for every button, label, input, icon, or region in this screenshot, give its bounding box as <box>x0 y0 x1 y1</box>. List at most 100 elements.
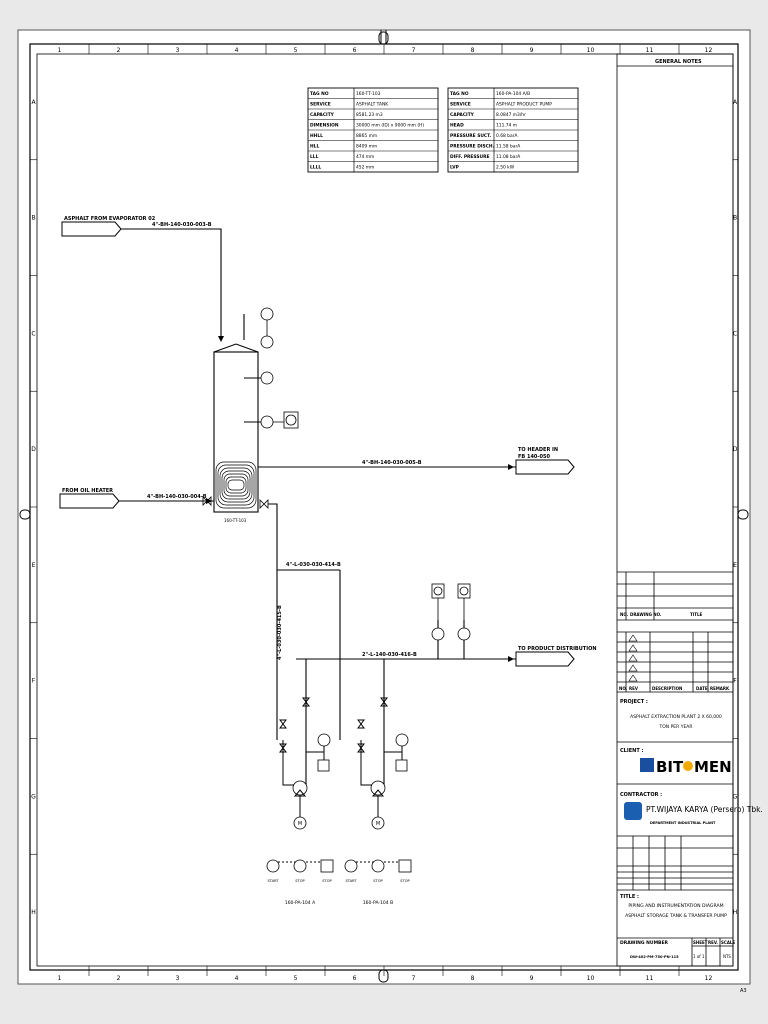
suction-strainer-valve[interactable] <box>279 743 287 753</box>
column-label: 2 <box>117 47 121 54</box>
client-logo-text-1: BIT <box>656 758 684 776</box>
table-key: TAG NO <box>450 91 469 97</box>
table-value: 30000 mm (ID) x 9000 mm (H) <box>356 123 424 129</box>
title-col-header: TITLE <box>690 612 702 617</box>
column-label: 8 <box>471 47 475 54</box>
row-label: G <box>31 793 36 800</box>
stream-label: TO PRODUCT DISTRIBUTION <box>518 646 597 652</box>
column-label: 4 <box>235 975 239 982</box>
description-col: DESCRIPTION <box>652 686 682 691</box>
table-key: SERVICE <box>310 102 331 108</box>
stop-label: STOP <box>322 879 332 883</box>
discharge-valve[interactable] <box>302 697 310 707</box>
column-label: 6 <box>353 975 357 982</box>
discharge-valve[interactable] <box>380 697 388 707</box>
column-label: 3 <box>176 975 180 982</box>
stop-label: STOP <box>400 879 410 883</box>
table-value: 8581.23 m3 <box>356 112 383 118</box>
table-key: HLL <box>310 144 319 150</box>
line-number-to-header: 4"-BH-140-030-005-B <box>362 460 422 466</box>
column-label: 5 <box>294 975 298 982</box>
tank-outlet-valve[interactable] <box>259 499 269 509</box>
line-number-vertical: 4"-L-030-030-415-B <box>277 605 283 660</box>
motor-status-indicator <box>371 859 385 873</box>
column-label: 9 <box>530 47 534 54</box>
title-block <box>616 53 734 967</box>
row-label: E <box>733 562 737 569</box>
column-label: 6 <box>353 47 357 54</box>
date-col: DATE <box>696 686 708 691</box>
stream-asphalt-from-evaporator: ASPHALT FROM EVAPORATOR 02 <box>61 216 156 237</box>
start-button[interactable] <box>344 859 358 873</box>
stream-to-header: TO HEADER IN FB 140-050 <box>515 447 575 475</box>
suction-strainer-valve[interactable] <box>357 743 365 753</box>
pump-tag: 160-PA-104 A <box>285 900 316 906</box>
rev-col: REV <box>629 686 639 691</box>
table-value: 0.68 barA <box>496 133 517 139</box>
table-value: 2.50 kW <box>496 165 515 171</box>
stop-button[interactable] <box>398 859 412 873</box>
stop-label: STOP <box>373 879 383 883</box>
client-logo-text-2: MEN <box>694 758 732 776</box>
row-label: G <box>733 793 738 800</box>
centering-marks <box>19 30 749 983</box>
table-key: CAPACITY <box>310 112 335 118</box>
stop-label: STOP <box>295 879 305 883</box>
table-key: HEAD <box>450 123 464 129</box>
scale-label: SCALE <box>721 940 735 945</box>
row-label: H <box>733 909 738 916</box>
row-label: F <box>733 678 737 685</box>
column-label: 10 <box>587 975 595 982</box>
suction-valve[interactable] <box>279 719 287 729</box>
row-label: A <box>733 99 738 106</box>
stream-label: FROM OIL HEATER <box>62 488 113 494</box>
column-label: 9 <box>530 975 534 982</box>
motor-label: M <box>376 821 380 827</box>
table-key: HHLL <box>310 133 323 139</box>
column-label: 5 <box>294 47 298 54</box>
table-value: 160-PA-104 A/B <box>496 91 530 97</box>
stream-label: ASPHALT FROM EVAPORATOR 02 <box>64 216 156 222</box>
suction-line <box>360 740 372 786</box>
start-label: START <box>267 879 279 883</box>
pressure-gauge <box>395 733 409 747</box>
row-label: D <box>733 446 738 453</box>
column-label: 3 <box>176 47 180 54</box>
revision-triangles <box>628 634 638 682</box>
row-label: A <box>31 99 36 106</box>
motor-circle <box>293 816 307 830</box>
suction-valve[interactable] <box>357 719 365 729</box>
row-label: C <box>733 330 737 337</box>
table-key: DIFF. PRESSURE <box>450 154 490 160</box>
column-label: 10 <box>587 47 595 54</box>
sheet-value: 1 of 1 <box>693 954 705 959</box>
row-label: E <box>32 562 36 569</box>
heating-coil <box>215 461 257 509</box>
paper <box>17 29 751 985</box>
table-key: LVP <box>450 165 460 171</box>
table-value: 11.58 barA <box>496 144 520 150</box>
table-value: 8.0847 m3/hr <box>496 112 526 118</box>
asphalt-storage-tank: 160-TT-103 <box>213 343 259 523</box>
column-label: 8 <box>471 975 475 982</box>
suction-line <box>282 740 294 786</box>
stop-button[interactable] <box>320 859 334 873</box>
title-line-1: PIPING AND INSTRUMENTATION DIAGRAM <box>628 903 723 909</box>
hot-oil-inlet-valve[interactable] <box>202 496 212 506</box>
rev-no-col: NO. <box>619 686 628 691</box>
start-button[interactable] <box>266 859 280 873</box>
table-value: ASPHALT PRODUCT PUMP <box>496 102 552 108</box>
flow-arrows <box>206 336 514 662</box>
table-value: 8409 mm <box>356 144 377 150</box>
drawing-number-label: DRAWING NUMBER <box>620 940 669 946</box>
rev-no-header: NO. <box>620 612 629 617</box>
column-label: 11 <box>646 975 654 982</box>
instrument-tap <box>384 746 403 760</box>
motor-status-indicator <box>293 859 307 873</box>
